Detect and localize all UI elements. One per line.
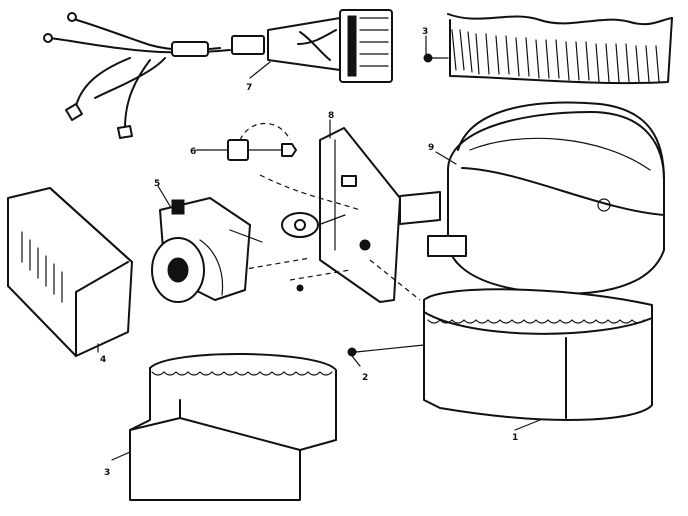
part-labels: 1 2 3 3 4 5 6 7 8 9 — [100, 27, 518, 478]
label-part-3-grille: 3 — [422, 27, 428, 37]
mounting-bracket — [239, 127, 421, 303]
motor-terminal — [171, 199, 185, 215]
spade-terminal-right — [117, 125, 133, 139]
label-part-7: 7 — [246, 83, 252, 93]
cover-box — [7, 187, 133, 357]
motor-screw — [296, 284, 304, 292]
dome-bracket — [427, 235, 467, 257]
grille-panel — [423, 13, 673, 85]
wire-harness — [43, 9, 393, 139]
thermal-fuse — [205, 123, 297, 161]
label-part-6: 6 — [190, 147, 196, 157]
harness-clamp — [231, 35, 265, 55]
heater-dome — [399, 101, 665, 295]
transition-duct — [129, 352, 337, 501]
motor-assembly — [151, 197, 304, 303]
grille-screw — [423, 53, 433, 63]
connector-plug — [339, 9, 393, 83]
harness-sleeve — [171, 41, 209, 57]
bracket-screw — [359, 239, 371, 251]
cylinder-screw — [347, 347, 357, 357]
dome-terminal-block — [399, 191, 441, 225]
ring-terminal-left — [43, 33, 53, 43]
leader-lines — [97, 35, 541, 461]
label-part-8: 8 — [328, 111, 334, 121]
label-part-4: 4 — [100, 355, 106, 365]
label-part-3-duct: 3 — [104, 468, 110, 478]
label-part-9: 9 — [428, 143, 434, 153]
lower-cylinder — [347, 288, 653, 421]
ring-terminal-top — [67, 12, 77, 22]
spade-terminal-left — [65, 103, 83, 121]
label-part-5: 5 — [154, 179, 160, 189]
label-part-2: 2 — [362, 373, 368, 383]
label-part-1: 1 — [512, 433, 518, 443]
